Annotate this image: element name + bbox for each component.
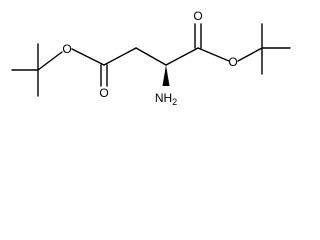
bond-carbonyl-left-to-ch2 [103, 47, 137, 66]
bond-alpha-carbon-to-carbonyl [165, 47, 199, 66]
atom-oxygen-carbonyl-left: O [99, 86, 108, 100]
atom-labels: O O O O NH2 [62, 9, 237, 107]
tert-butyl-left [11, 43, 63, 97]
backbone [135, 47, 199, 86]
bond-ch2-to-alpha-carbon [135, 47, 167, 66]
chemical-structure: O O O O NH2 [11, 9, 291, 107]
bond-tbu-left-to-oxygen [37, 51, 63, 71]
amine-symbol: NH [155, 91, 172, 105]
atom-oxygen-ether-right: O [228, 55, 237, 69]
atom-amine-nitrogen: NH2 [155, 91, 177, 107]
atom-oxygen-ether-left: O [62, 42, 71, 56]
bond-carbonyl-right-to-oxygen [197, 47, 230, 62]
stereo-wedge-bond [162, 65, 170, 86]
atom-oxygen-carbonyl-right: O [193, 9, 202, 23]
ester-left [71, 47, 137, 87]
tert-butyl-right [237, 23, 291, 75]
ester-right [194, 23, 230, 62]
bond-oxygen-to-tbu-right [237, 47, 263, 62]
amine-subscript: 2 [172, 97, 177, 107]
bond-oxygen-to-carbonyl-left [71, 48, 105, 66]
